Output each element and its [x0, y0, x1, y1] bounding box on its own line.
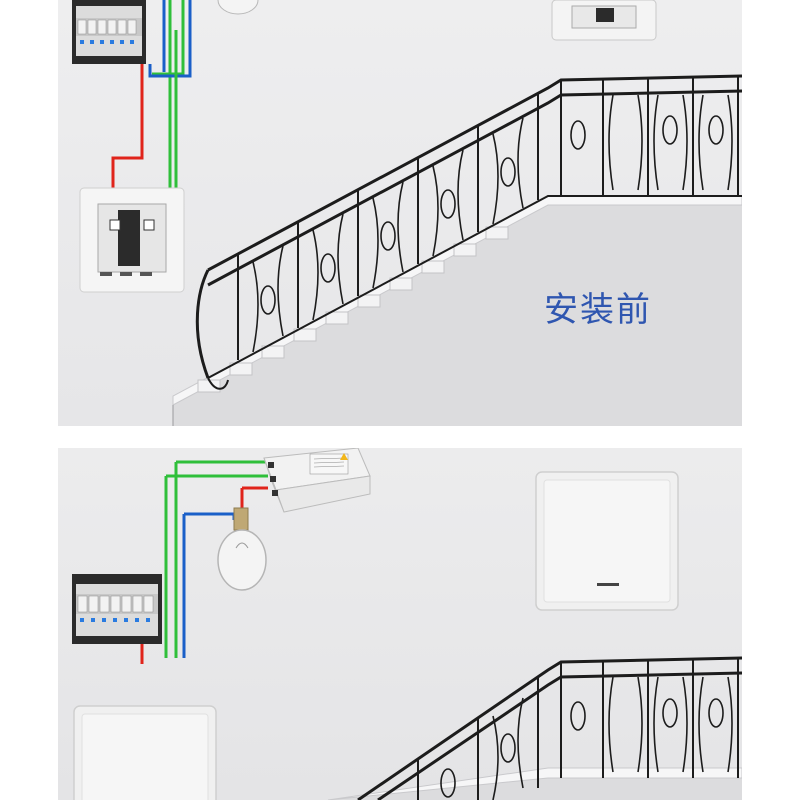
- staircase: [327, 767, 742, 800]
- distribution-box: [72, 574, 162, 644]
- wireless-receiver-module: [263, 448, 371, 513]
- wall-switch-upstairs: [551, 0, 657, 41]
- light-bulb: [217, 507, 267, 591]
- light-bulb: [217, 0, 259, 15]
- distribution-box: [72, 0, 146, 64]
- wall-switch-downstairs: [79, 187, 185, 293]
- railing: [195, 74, 742, 390]
- wireless-switch-downstairs: [73, 705, 217, 800]
- after-diagram: [72, 448, 742, 800]
- panel-after-installation: [58, 448, 742, 800]
- wireless-switch-upstairs: [535, 471, 679, 611]
- panel-before-installation: 安装前: [58, 0, 742, 426]
- caption-before-installation: 安装前: [544, 290, 652, 330]
- railing: [357, 656, 742, 800]
- before-diagram: [72, 0, 742, 426]
